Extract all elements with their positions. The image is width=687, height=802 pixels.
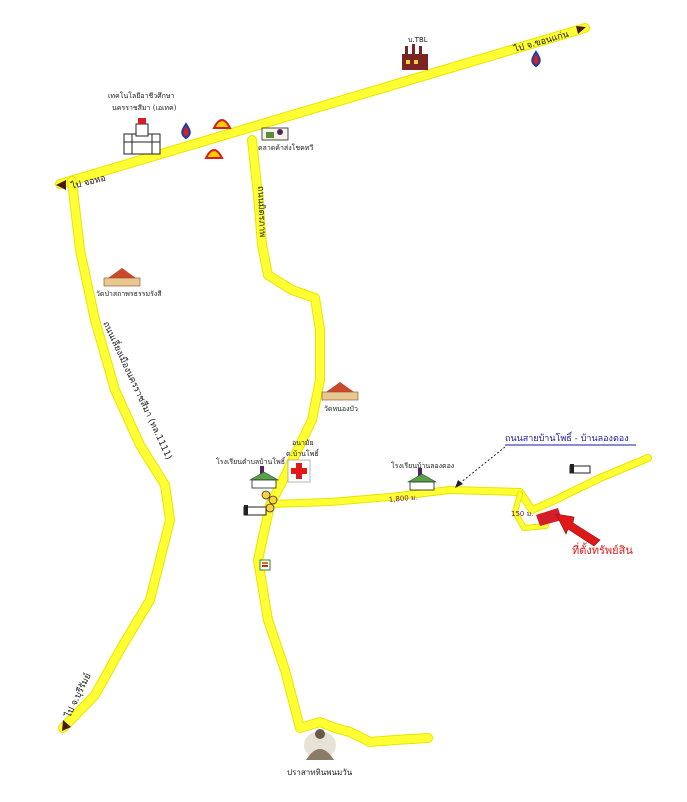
seven-eleven-icon <box>259 559 271 571</box>
shell-icon <box>204 149 224 159</box>
label-school-long-tong: โรงเรียนบ้านลองตอง <box>391 461 454 470</box>
gas-station-icon <box>531 50 541 68</box>
temple-icon <box>103 268 141 287</box>
buddha-icon <box>304 729 336 760</box>
distance-spur: 150 ม. <box>511 510 533 518</box>
label-prasat: ปราสาทหินพนมวัน <box>287 768 353 777</box>
school-building-icon <box>123 118 161 155</box>
school-building-icon <box>406 468 438 491</box>
road-label-connector: ถนนสายบ้านโพธิ์ - บ้านลองตอง <box>505 431 629 444</box>
label-tbl: บ.TBL <box>408 36 428 44</box>
market-icon <box>261 127 289 141</box>
label-health-2: ต.บ้านโพธิ์ <box>286 448 320 458</box>
building-icon <box>243 505 267 516</box>
label-wat-nong-bua: วัดหนองบัว <box>324 405 358 413</box>
arrow-icon <box>555 513 601 547</box>
label-technology-2: นครราชสีมา (เอเทค) <box>112 104 177 112</box>
distance-connector: 1,800 ม. <box>388 493 418 504</box>
shell-icon <box>212 119 232 129</box>
label-health-1: อนามัย <box>292 439 314 447</box>
gas-station-icon <box>181 122 191 140</box>
hospital-cross-icon <box>287 459 311 483</box>
label-market: ตลาดค้าส่งโชคทวี <box>258 143 313 152</box>
label-target: ที่ตั้งทรัพย์สิน <box>572 542 633 557</box>
school-building-icon <box>248 466 280 489</box>
property-marker <box>536 508 562 526</box>
junction-icons <box>261 490 278 513</box>
road-label-vertical: ถนนมิตรภาพ <box>255 186 268 238</box>
temple-icon <box>321 382 359 401</box>
building-icon <box>569 464 591 474</box>
label-technology-1: เทคโนโลยีอาชีวศึกษา <box>108 91 174 100</box>
label-school-ban-pho: โรงเรียนตำบลบ้านโพธิ์ <box>216 456 286 466</box>
arrow-icon <box>56 26 586 731</box>
label-wat-pa: วัดป่าสถาพรธรรมรังสี <box>96 290 162 298</box>
factory-icon <box>402 44 428 70</box>
roads <box>55 23 652 747</box>
